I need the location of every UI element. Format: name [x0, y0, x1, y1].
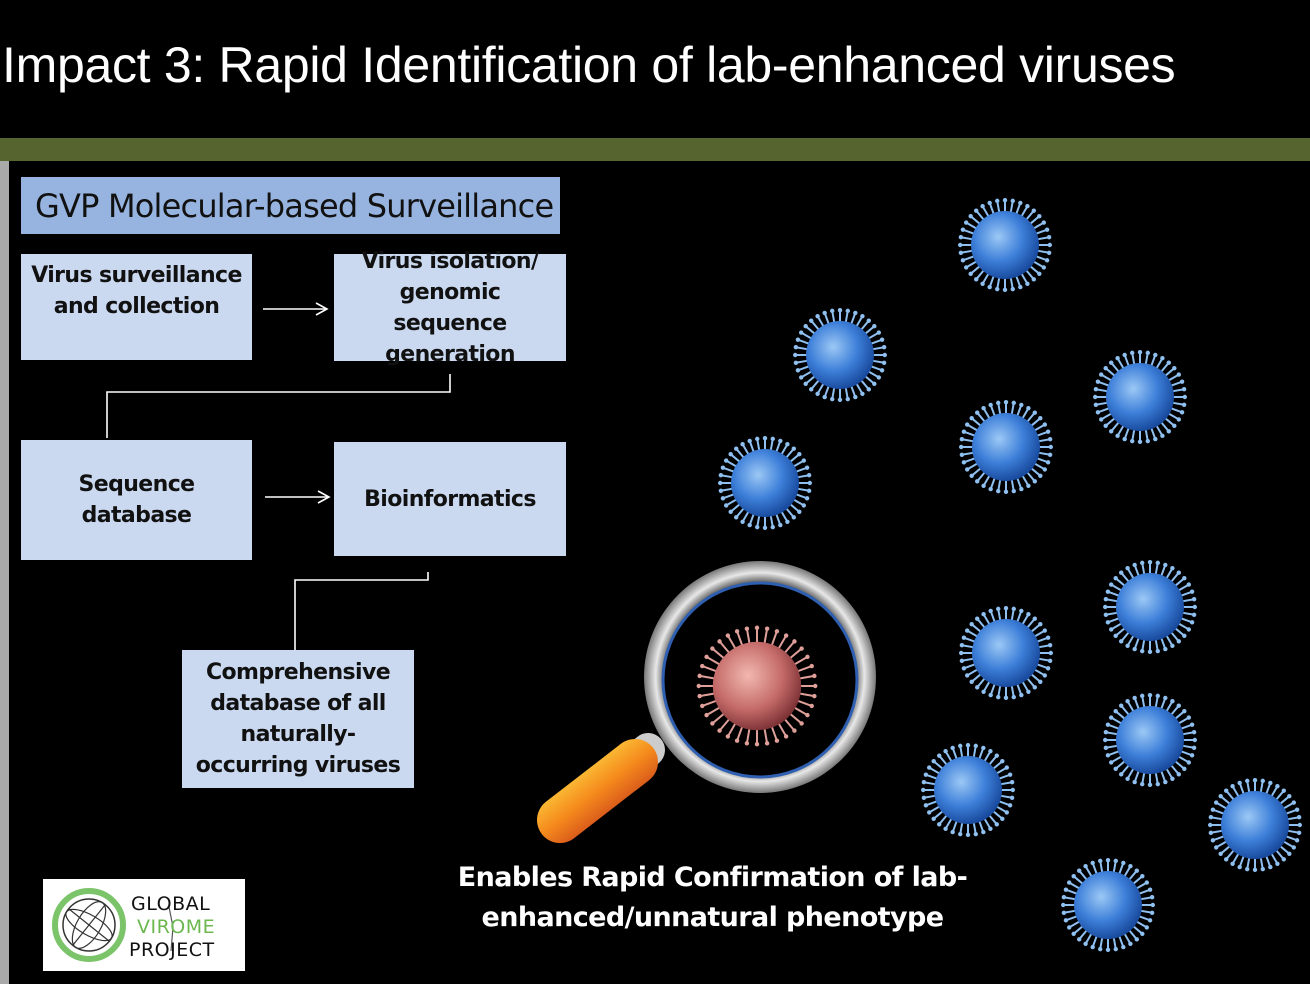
virus-icon	[959, 400, 1054, 494]
virus-icon	[1093, 350, 1188, 444]
diagram-header: GVP Molecular-based Surveillance	[21, 177, 560, 234]
caption: Enables Rapid Confirmation of lab- enhan…	[440, 858, 985, 938]
virus-icon	[1061, 858, 1156, 952]
virus-icon	[958, 198, 1053, 292]
left-edge-bar	[0, 161, 9, 984]
caption-line-1: Enables Rapid Confirmation of lab-	[457, 862, 968, 893]
connector-bioinf-to-compdb	[294, 572, 429, 650]
connector-isolate-to-seqdb	[106, 374, 451, 438]
node-bioinformatics: Bioinformatics	[334, 442, 566, 556]
magnifying-glass-icon	[537, 561, 876, 843]
virus-icon	[959, 606, 1054, 700]
logo-text-virome: VIROME	[137, 916, 216, 938]
virus-icon	[1208, 778, 1303, 872]
caption-line-2: enhanced/unnatural phenotype	[481, 902, 944, 933]
slide-title: Impact 3: Rapid Identification of lab-en…	[2, 37, 1176, 93]
node-comprehensive-database: Comprehensive database of all naturally-…	[182, 650, 414, 788]
node-virus-surveillance: Virus surveillance and collection	[21, 254, 252, 360]
target-virus-icon	[696, 625, 818, 747]
logo-text-global: GLOBAL	[131, 893, 211, 915]
node-sequence-database: Sequence database	[21, 440, 252, 560]
virus-icon	[1103, 693, 1198, 787]
virus-icon	[921, 743, 1015, 837]
logo-text-project: PROJECT	[129, 939, 215, 961]
globe-icon	[52, 888, 174, 962]
accent-bar	[0, 138, 1310, 161]
gvp-logo: GLOBAL VIROME PROJECT	[43, 879, 245, 971]
virus-icon	[718, 436, 812, 530]
virus-icon	[1103, 560, 1198, 654]
virus-icon	[793, 308, 887, 402]
